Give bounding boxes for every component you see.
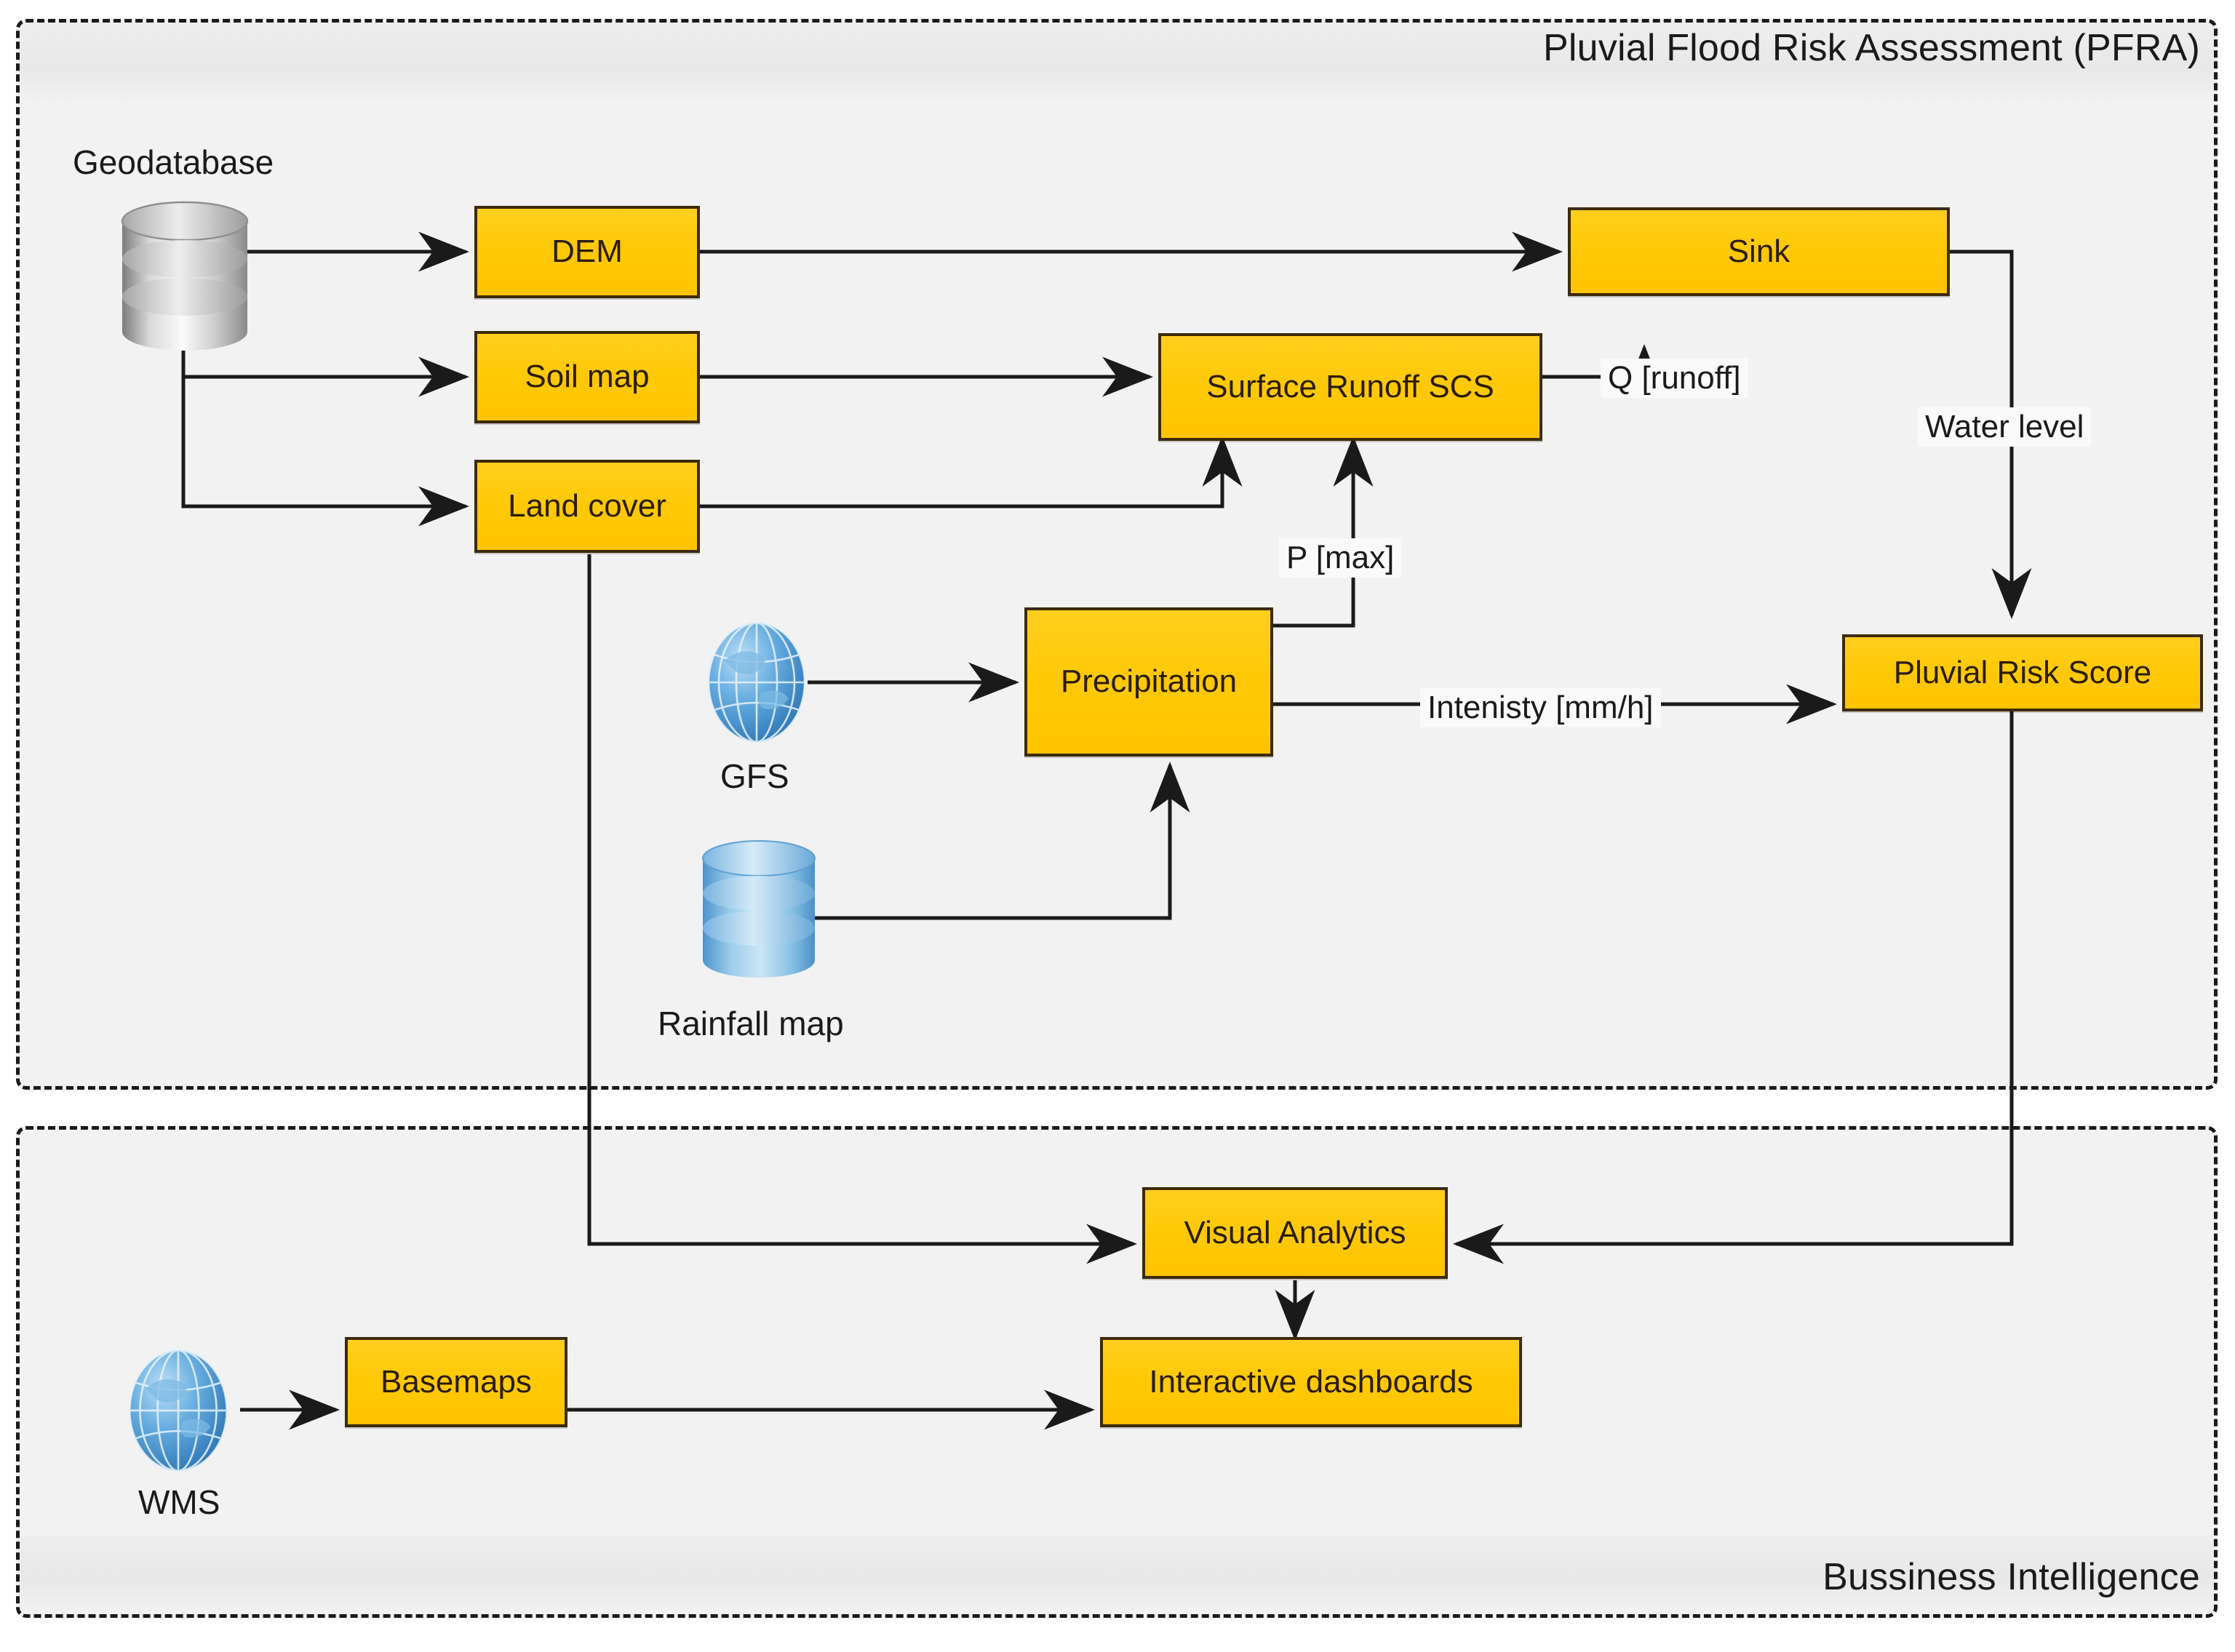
node-interactive-dashboards[interactable]: Interactive dashboards — [1100, 1337, 1522, 1427]
edge-label-p-max: P [max] — [1279, 538, 1402, 578]
grey-database-icon — [121, 201, 249, 351]
node-basemaps[interactable]: Basemaps — [345, 1337, 567, 1427]
blue-globe-icon — [128, 1349, 228, 1472]
node-dem[interactable]: DEM — [474, 206, 700, 298]
node-pluvial-risk-score[interactable]: Pluvial Risk Score — [1842, 634, 2203, 711]
wms-caption: WMS — [138, 1483, 220, 1521]
node-soil-map[interactable]: Soil map — [474, 331, 700, 423]
edge-label-water-level: Water level — [1918, 407, 2092, 447]
node-surface-runoff-scs[interactable]: Surface Runoff SCS — [1158, 333, 1542, 441]
node-land-cover[interactable]: Land cover — [474, 460, 700, 553]
geodatabase-caption: Geodatabase — [73, 143, 274, 181]
edge-label-q-runoff: Q [runoff] — [1601, 358, 1748, 399]
node-sink[interactable]: Sink — [1568, 207, 1950, 296]
gfs-caption: GFS — [720, 757, 789, 795]
panel-pfra — [16, 19, 2218, 1090]
node-precipitation[interactable]: Precipitation — [1024, 607, 1273, 757]
panel-bi-title: Bussiness Intelligence — [1822, 1556, 2200, 1598]
panel-pfra-title: Pluvial Flood Risk Assessment (PFRA) — [1542, 27, 2200, 69]
blue-database-icon — [702, 840, 816, 978]
blue-globe-icon — [707, 621, 806, 743]
edge-label-intensity: Intenisty [mm/h] — [1420, 688, 1661, 728]
rainfall-map-caption: Rainfall map — [658, 1005, 844, 1042]
node-visual-analytics[interactable]: Visual Analytics — [1142, 1187, 1448, 1279]
